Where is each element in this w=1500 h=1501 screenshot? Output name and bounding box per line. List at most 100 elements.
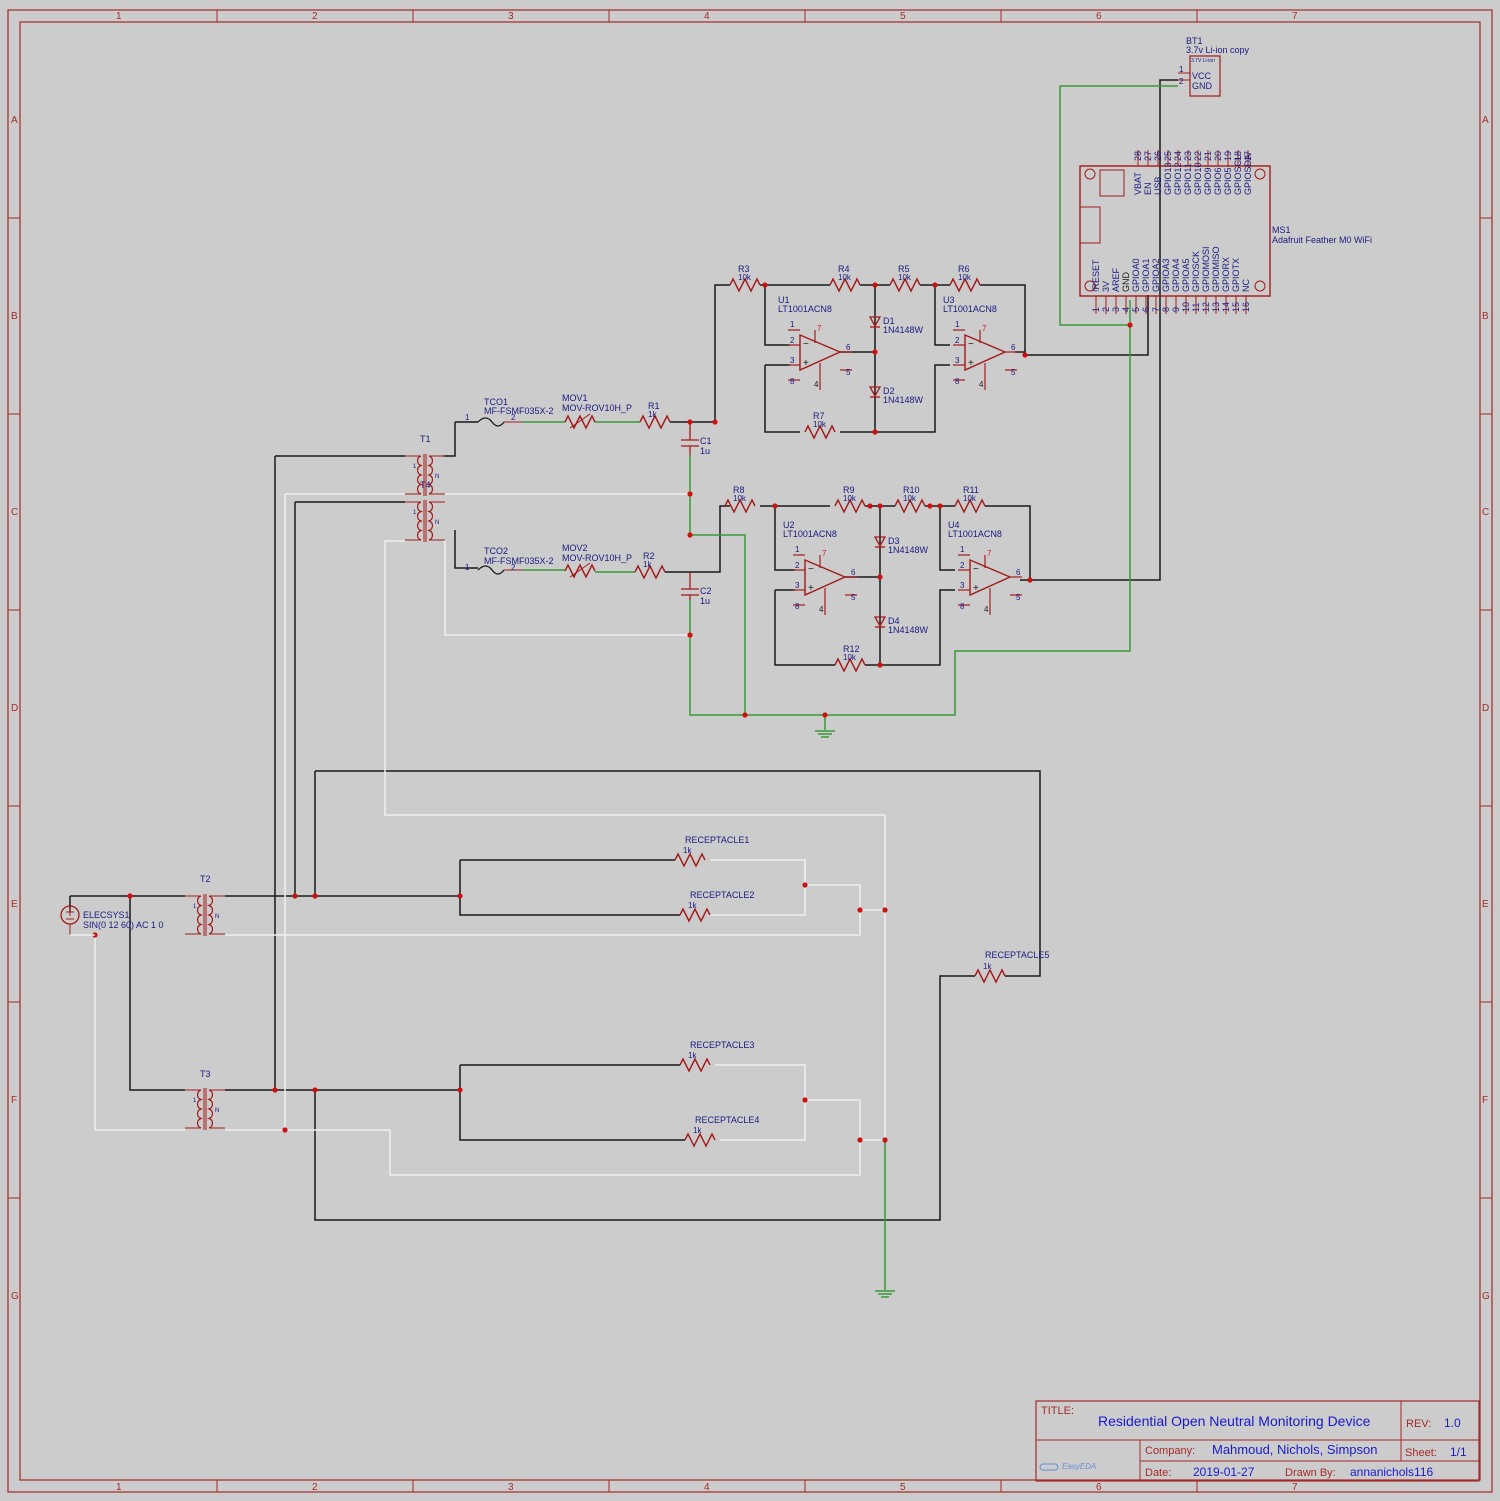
svg-text:3.7v Li-ion copy: 3.7v Li-ion copy [1186, 45, 1250, 55]
rev-label: REV: [1406, 1418, 1431, 1430]
svg-text:TCO1: TCO1 [484, 397, 508, 407]
frame-row-label: G [1482, 1291, 1490, 1302]
pin-5: 5 [1011, 368, 1016, 377]
varistor-mov1: MOV1 MOV-ROV10H_P [562, 393, 632, 429]
frame-col-label: 6 [1096, 1482, 1102, 1493]
receptacle-ref: RECEPTACLE5 [985, 950, 1049, 960]
receptacle-value: 1k [693, 1126, 702, 1135]
resistor-value: 10k [963, 494, 977, 503]
pin-2: 2 [790, 336, 795, 345]
ms1-pin-name: USB [1153, 176, 1163, 195]
diode-ref: D1 [883, 316, 895, 326]
minus-sign: − [973, 564, 979, 575]
pin-8: 8 [790, 377, 795, 386]
receptacle-value: 1k [688, 1051, 697, 1060]
pin-2: 2 [795, 561, 800, 570]
pin-7: 7 [817, 324, 822, 333]
ms1-pin-name: GPIOSCK [1191, 251, 1201, 292]
junction [937, 503, 943, 509]
junction [762, 282, 768, 288]
ms1-pin-number: 24 [1173, 151, 1183, 161]
xfmr-pin: 1 [413, 464, 417, 470]
pin-1: 1 [960, 545, 965, 554]
drawing-title: Residential Open Neutral Monitoring Devi… [1098, 1413, 1371, 1429]
capacitor-c2 [681, 572, 699, 600]
frame-row-label: G [11, 1291, 19, 1302]
ms1-pin-name: AREF [1111, 267, 1121, 292]
receptacle-ref: RECEPTACLE2 [690, 890, 754, 900]
ms1-pin-name: GPIORX [1221, 257, 1231, 292]
ms1-pin-number: 2 [1101, 307, 1111, 312]
module-ms1: MS1 Adafruit Feather M0 WiFi 28VBAT27EN2… [1079, 150, 1372, 314]
svg-text:MF-FSMF035X-2: MF-FSMF035X-2 [484, 406, 554, 416]
pin-2: 2 [960, 561, 965, 570]
junction [312, 893, 318, 899]
fuse-tco2: TCO2 MF-FSMF035X-2 1 2 [465, 546, 554, 575]
junction [877, 574, 883, 580]
frame-col-label: 1 [116, 1482, 122, 1493]
resistor-value: 10k [958, 273, 972, 282]
resistor-ref: R9 [843, 485, 855, 495]
ms1-pin-number: 19 [1223, 151, 1233, 161]
pin-5: 5 [846, 368, 851, 377]
svg-text:1: 1 [465, 413, 470, 422]
pin-3: 3 [960, 581, 965, 590]
wires-black [69, 79, 1178, 1221]
plus-sign: + [808, 583, 814, 594]
resistor-value: 10k [733, 494, 747, 503]
ms1-pin-name: GPIOTX [1231, 258, 1241, 292]
fuse-tco1: TCO1 MF-FSMF035X-2 1 2 [465, 397, 554, 427]
pin-1: 1 [795, 545, 800, 554]
junction [867, 503, 873, 509]
ms1-pin-name: GPIOA1 [1141, 258, 1151, 292]
ms1-pin-name: EN [1143, 182, 1153, 195]
frame-row-label: B [11, 311, 18, 322]
ms1-pin-name: !RESET [1091, 259, 1101, 292]
frame-col-label: 4 [704, 1482, 710, 1493]
junction [877, 503, 883, 509]
opamp-ref: U4 [948, 520, 960, 530]
date-label: Date: [1145, 1467, 1171, 1479]
junction [822, 712, 828, 718]
transformer-ref: T2 [200, 874, 211, 884]
ms1-pin-number: 22 [1193, 151, 1203, 161]
ms1-pin-name: GPIO9 [1203, 167, 1213, 195]
svg-text:2: 2 [511, 413, 516, 422]
svg-text:MF-FSMF035X-2: MF-FSMF035X-2 [484, 556, 554, 566]
ms1-pin-name: GPIO5 [1223, 167, 1233, 195]
transformer-ref: T4 [420, 480, 431, 490]
svg-text:Adafruit Feather M0 WiFi: Adafruit Feather M0 WiFi [1272, 235, 1372, 245]
ms1-pin-number: 9 [1171, 307, 1181, 312]
junction [272, 1087, 278, 1093]
frame-row-label: A [1482, 115, 1489, 126]
c1-value: 1u [700, 446, 710, 456]
frame-row-label: F [1482, 1095, 1488, 1106]
diode-value: 1N4148W [888, 545, 929, 555]
ms1-pin-name: GPIOMISO [1211, 246, 1221, 292]
resistor-ref: R11 [963, 485, 979, 495]
voltage-source-elecsys1: ELECSYS1 SIN(0 12 60) AC 1 0 [60, 905, 164, 936]
frame-row-label: C [1482, 507, 1489, 518]
ground-symbol-1 [815, 730, 835, 738]
diode-ref: D2 [883, 386, 895, 396]
pin-8: 8 [795, 602, 800, 611]
pin-1: 1 [955, 320, 960, 329]
pin-5: 5 [851, 593, 856, 602]
frame-ticks [8, 10, 1492, 1492]
svg-text:SIN(0 12 60) AC 1 0: SIN(0 12 60) AC 1 0 [83, 920, 164, 930]
opamp-ref: U2 [783, 520, 795, 530]
junction [1027, 577, 1033, 583]
